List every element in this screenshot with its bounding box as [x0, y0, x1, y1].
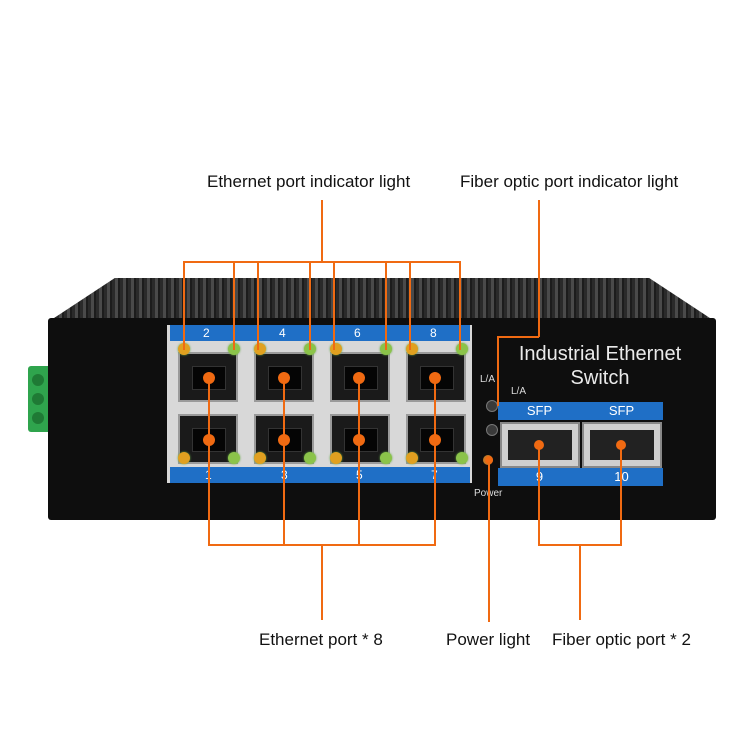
- port-led: [456, 452, 468, 464]
- port-led: [406, 452, 418, 464]
- port-led: [228, 452, 240, 464]
- port-led: [304, 452, 316, 464]
- fiber-led-callout: Fiber optic port indicator light: [460, 172, 679, 191]
- port-led: [380, 452, 392, 464]
- bottom-port-number-strip: [170, 467, 470, 483]
- sfp-label: SFP: [498, 402, 581, 420]
- brand-line-2: Switch: [570, 367, 630, 389]
- sfp-label: SFP: [580, 402, 663, 420]
- heatsink-fins: [48, 278, 716, 322]
- port-led: [178, 452, 190, 464]
- port-led: [254, 452, 266, 464]
- ethernet-led-callout: Ethernet port indicator light: [207, 172, 411, 191]
- port-number: 2: [203, 326, 210, 340]
- port-number: 6: [354, 326, 361, 340]
- brand-line-1: Industrial Ethernet: [518, 343, 682, 365]
- port-number: 4: [279, 326, 286, 340]
- fiber-led: [486, 424, 498, 436]
- la-label: L/A: [511, 386, 527, 397]
- la-label: L/A: [480, 374, 496, 385]
- ethernet-port-callout: Ethernet port * 8: [259, 630, 383, 649]
- top-port-number-strip: [170, 325, 470, 341]
- power-light-callout: Power light: [446, 630, 531, 649]
- fiber-port-callout: Fiber optic port * 2: [552, 630, 691, 649]
- port-number: 8: [430, 326, 437, 340]
- port-led: [330, 452, 342, 464]
